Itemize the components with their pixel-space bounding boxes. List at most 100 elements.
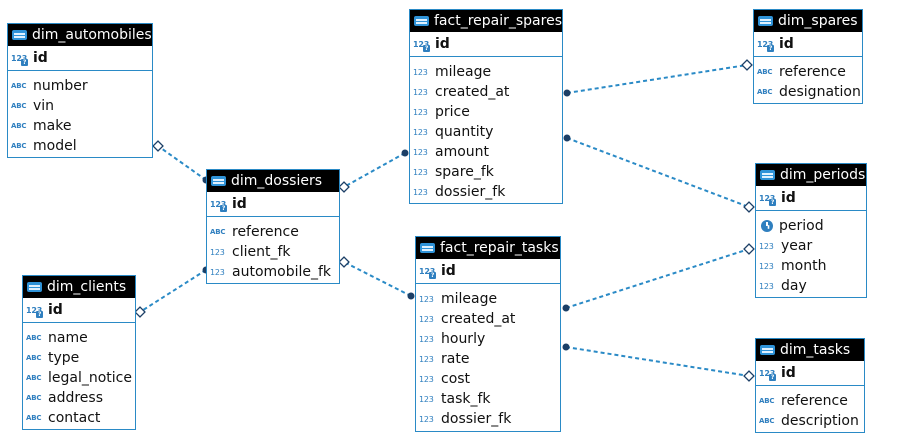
table-header[interactable]: fact_repair_tasks: [416, 237, 560, 259]
numeric-type-icon: 123: [419, 414, 434, 424]
relationship-line[interactable]: [139, 269, 207, 313]
column-name: reference: [781, 393, 848, 409]
relationship-line[interactable]: [566, 137, 750, 208]
table-fact-repair-tasks[interactable]: fact_repair_tasks123id 123mileage123creat…: [415, 236, 561, 432]
column-row[interactable]: 123 amount: [410, 142, 562, 162]
column-name: model: [33, 138, 77, 154]
primary-key-name: id: [33, 50, 48, 66]
column-name: amount: [435, 144, 490, 160]
primary-key-row[interactable]: 123id: [416, 259, 560, 284]
column-name: rate: [441, 351, 470, 367]
column-name: client_fk: [232, 244, 291, 260]
numeric-type-icon: 123: [759, 281, 774, 291]
table-icon: [758, 16, 773, 26]
column-name: contact: [48, 410, 101, 426]
table-header[interactable]: dim_tasks: [756, 339, 864, 361]
column-name: task_fk: [441, 391, 491, 407]
text-type-icon: ABC: [11, 101, 27, 110]
column-row[interactable]: ABC contact: [23, 408, 135, 428]
primary-key-row[interactable]: 123id: [23, 298, 135, 323]
relationship-line[interactable]: [157, 145, 207, 181]
table-header[interactable]: dim_spares: [754, 10, 862, 32]
table-title: dim_clients: [47, 279, 127, 295]
relationship-line[interactable]: [343, 152, 406, 188]
primary-key-row[interactable]: 123id: [756, 361, 864, 386]
table-dim-dossiers[interactable]: dim_dossiers123idABCreference123client_f…: [206, 169, 340, 284]
numeric-type-icon: 123: [419, 374, 434, 384]
table-dim-periods[interactable]: dim_periods123idperiod123year123month123…: [755, 163, 867, 298]
table-dim-spares[interactable]: dim_spares 123idABCreferenceABCdesignatio…: [753, 9, 863, 104]
table-header[interactable]: fact_repair_spares: [410, 10, 562, 32]
primary-key-row[interactable]: 123id: [207, 192, 339, 217]
table-dim-automobiles[interactable]: dim_automobiles123idABCnumberABCvinABCma…: [7, 23, 153, 158]
table-dim-clients[interactable]: dim_clients123idABCnameABCtypeABClegal_n…: [22, 275, 136, 430]
table-dim-tasks[interactable]: dim_tasks123idABCreferenceABCdescription: [755, 338, 865, 433]
table-fact-repair-spares[interactable]: fact_repair_spares123id 123mileage123crea…: [409, 9, 563, 204]
one-end-diamond: [134, 306, 146, 318]
one-end-diamond: [743, 243, 755, 255]
primary-key-icon: 123: [11, 54, 31, 66]
primary-key-row[interactable]: 123id: [756, 186, 866, 211]
relationship-line[interactable]: [566, 64, 748, 94]
table-header[interactable]: dim_dossiers: [207, 170, 339, 192]
text-type-icon: ABC: [26, 413, 42, 422]
one-end-diamond: [152, 140, 164, 152]
table-icon: [760, 345, 775, 355]
many-end-dot: [563, 134, 571, 142]
table-header[interactable]: dim_automobiles: [8, 24, 152, 46]
relationship-line[interactable]: [343, 261, 412, 297]
table-header[interactable]: dim_clients: [23, 276, 135, 298]
many-end-dot: [562, 304, 570, 312]
primary-key-icon: 123: [757, 40, 777, 52]
numeric-type-icon: 123: [413, 127, 428, 137]
one-end-diamond: [743, 370, 755, 382]
primary-key-row[interactable]: 123id: [754, 32, 862, 57]
table-icon: [12, 30, 27, 40]
numeric-type-icon: 123: [419, 314, 434, 324]
relationship-line[interactable]: [565, 248, 750, 309]
table-header[interactable]: dim_periods: [756, 164, 866, 186]
numeric-type-icon: 123: [210, 267, 225, 277]
column-row[interactable]: period: [756, 216, 866, 236]
relationship-line[interactable]: [565, 346, 750, 377]
numeric-type-icon: 123: [413, 147, 428, 157]
primary-key-row[interactable]: 123id: [410, 32, 562, 57]
table-title: dim_spares: [778, 13, 858, 29]
column-name: price: [435, 104, 470, 120]
column-name: name: [48, 330, 88, 346]
primary-key-icon: 123: [419, 267, 439, 279]
primary-key-row[interactable]: 123id: [8, 46, 152, 71]
